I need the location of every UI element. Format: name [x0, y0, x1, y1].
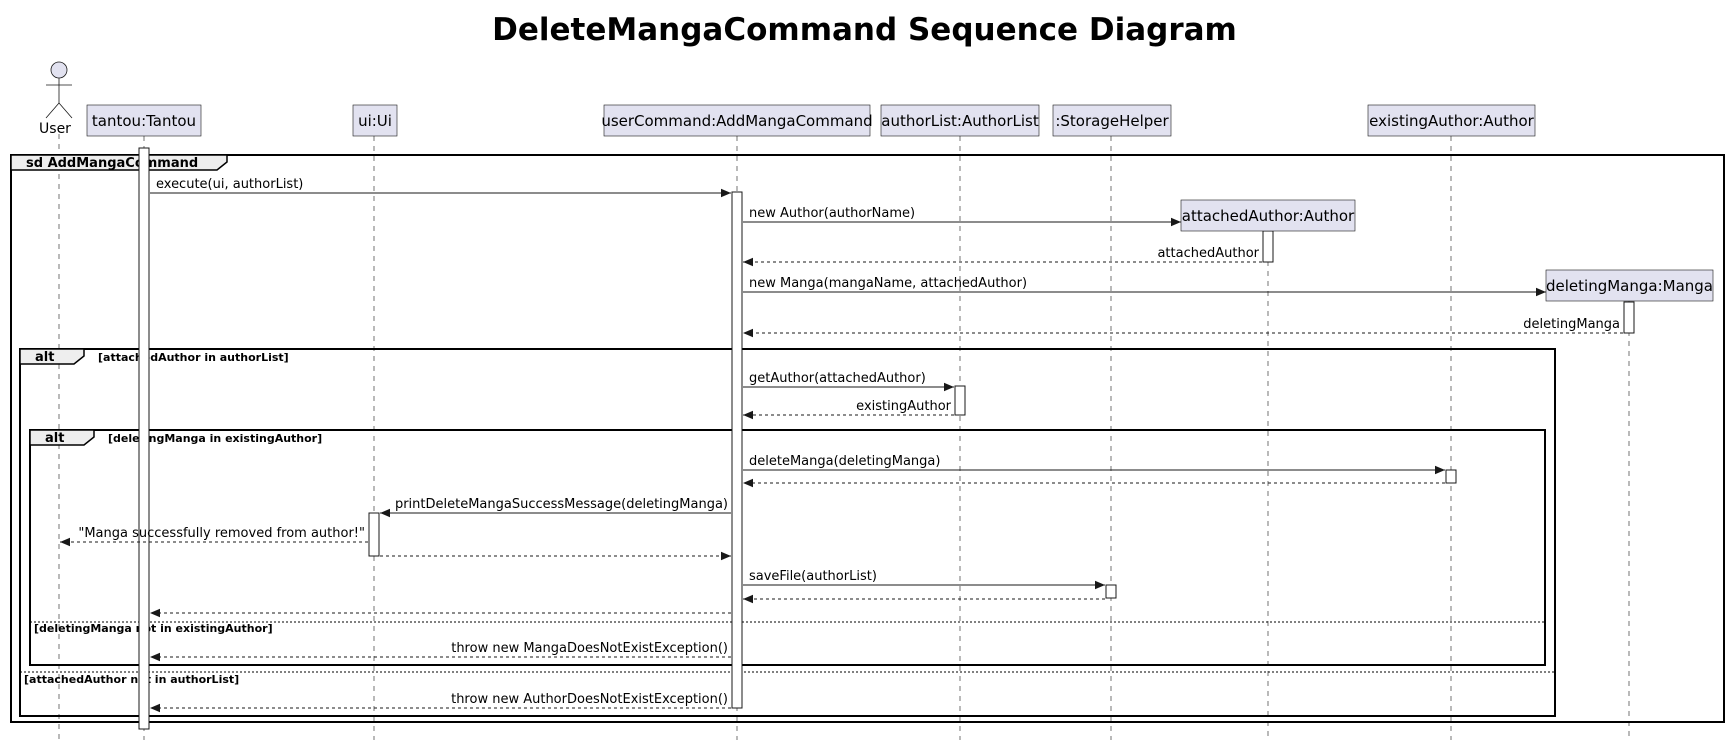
activation-authorList [954, 385, 966, 416]
participant-label: tantou:Tantou [92, 112, 196, 130]
participant-existingAuthor: existingAuthor:Author [1367, 104, 1536, 137]
message-m1: execute(ui, authorList) [150, 177, 731, 198]
fragment-border [10, 154, 1725, 723]
activation-existingAuthor [1445, 469, 1457, 484]
message-m5: deletingManga [743, 317, 1623, 338]
activation-deletingManga [1623, 301, 1635, 334]
participant-box [603, 104, 871, 137]
fragment-guard: [deletingManga in existingAuthor] [108, 432, 322, 445]
activation-attachedAuthor [1262, 230, 1274, 263]
message-m16: throw new MangaDoesNotExistException() [150, 641, 731, 662]
message-label: throw new MangaDoesNotExistException() [451, 641, 728, 656]
activation-tantou [138, 147, 150, 730]
participant-authorList: authorList:AuthorList [880, 104, 1040, 137]
participant-deletingManga: deletingManga:Manga [1545, 269, 1714, 302]
fragment-border [29, 429, 1546, 666]
message-m2: new Author(authorName) [743, 206, 1181, 227]
participant-cmd: userCommand:AddMangaCommand [601, 104, 873, 137]
participant-box [1545, 269, 1714, 302]
message-label: printDeleteMangaSuccessMessage(deletingM… [395, 497, 728, 512]
message-m11: "Manga successfully removed from author!… [60, 526, 368, 547]
message-label: deleteManga(deletingManga) [749, 454, 940, 469]
fragment-keyword: alt [35, 350, 54, 365]
participant-box [352, 104, 398, 137]
fragment-guard: [attachedAuthor in authorList] [98, 351, 289, 364]
fragment-else-guard: [attachedAuthor not in authorList] [24, 673, 239, 686]
diagram-title: DeleteMangaCommand Sequence Diagram [492, 12, 1237, 48]
message-label: new Author(authorName) [749, 206, 915, 221]
message-m13: saveFile(authorList) [743, 569, 1105, 590]
participant-box [1180, 199, 1356, 232]
message-label: throw new AuthorDoesNotExistException() [451, 692, 728, 707]
fragment-tab [10, 154, 228, 171]
participant-tantou: tantou:Tantou [86, 104, 202, 137]
message-label: saveFile(authorList) [749, 569, 877, 584]
message-m7: existingAuthor [743, 399, 954, 420]
participant-storage: :StorageHelper [1052, 104, 1172, 137]
participant-box [1367, 104, 1536, 137]
actor-leg-left [45, 102, 60, 119]
message-m17: throw new AuthorDoesNotExistException() [150, 692, 731, 713]
activation-storage [1105, 584, 1117, 599]
message-label: existingAuthor [856, 399, 951, 414]
actor-user: User [39, 61, 73, 137]
fragment-keyword: alt [45, 431, 64, 446]
message-label: new Manga(mangaName, attachedAuthor) [749, 276, 1027, 291]
activation-cmd [731, 191, 743, 709]
activation-ui [368, 512, 380, 557]
participant-attachedAuthor: attachedAuthor:Author [1180, 199, 1356, 232]
participant-label: userCommand:AddMangaCommand [601, 112, 872, 130]
participant-label: authorList:AuthorList [881, 112, 1039, 130]
participant-box [1052, 104, 1172, 137]
message-label: execute(ui, authorList) [156, 177, 303, 192]
participant-label: deletingManga:Manga [1546, 277, 1713, 295]
actor-leg-right [58, 102, 73, 119]
fragment-tab [19, 348, 85, 365]
message-label: getAuthor(attachedAuthor) [749, 371, 926, 386]
message-m3: attachedAuthor [743, 246, 1262, 267]
actor-label: User [39, 121, 71, 137]
message-label: "Manga successfully removed from author!… [78, 526, 365, 541]
fragment-border [19, 348, 1556, 717]
participant-label: attachedAuthor:Author [1182, 207, 1355, 225]
participant-label: ui:Ui [358, 112, 392, 130]
fragment-else-guard: [deletingManga not in existingAuthor] [34, 622, 273, 635]
message-m4: new Manga(mangaName, attachedAuthor) [743, 276, 1546, 297]
participant-label: :StorageHelper [1055, 112, 1169, 130]
fragment-alt_inner: alt [deletingManga in existingAuthor] [del… [29, 429, 1546, 666]
message-label: deletingManga [1523, 317, 1620, 332]
message-label: attachedAuthor [1157, 246, 1259, 261]
fragment-sd: sd AddMangaCommand [10, 154, 1725, 723]
message-m6: getAuthor(attachedAuthor) [743, 371, 954, 392]
actor-user-icon [50, 61, 68, 79]
message-m10: printDeleteMangaSuccessMessage(deletingM… [380, 497, 731, 518]
participant-box [86, 104, 202, 137]
fragment-keyword: sd AddMangaCommand [26, 156, 198, 171]
participant-box [880, 104, 1040, 137]
fragment-tab [29, 429, 95, 446]
participant-ui: ui:Ui [352, 104, 398, 137]
participant-label: existingAuthor:Author [1369, 112, 1535, 130]
message-m8: deleteManga(deletingManga) [743, 454, 1445, 475]
